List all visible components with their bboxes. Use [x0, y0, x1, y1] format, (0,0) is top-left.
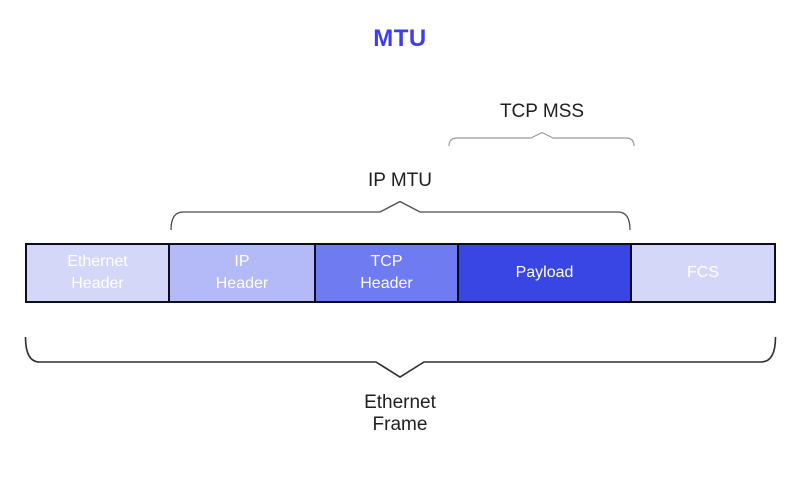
ethernet-frame-brace-path	[24, 336, 777, 378]
ethernet-frame-bar: Ethernet Header IP Header TCP Header Pay…	[25, 243, 776, 303]
ip-mtu-brace	[170, 200, 631, 231]
ethernet-frame-brace	[24, 336, 777, 378]
ip-mtu-brace-path	[170, 200, 631, 231]
frame-field-tcp-header: TCP Header	[316, 245, 459, 301]
ip-mtu-label: IP MTU	[367, 170, 433, 191]
tcp-mss-brace	[448, 131, 635, 147]
ethernet-frame-label: Ethernet Frame	[364, 392, 436, 435]
frame-field-payload: Payload	[459, 245, 632, 301]
tcp-mss-brace-path	[448, 131, 635, 147]
frame-field-ip-header: IP Header	[170, 245, 316, 301]
tcp-mss-label: TCP MSS	[499, 101, 585, 122]
frame-field-ethernet-header: Ethernet Header	[27, 245, 170, 301]
diagram-title: MTU	[373, 25, 427, 52]
frame-field-fcs: FCS	[632, 245, 774, 301]
